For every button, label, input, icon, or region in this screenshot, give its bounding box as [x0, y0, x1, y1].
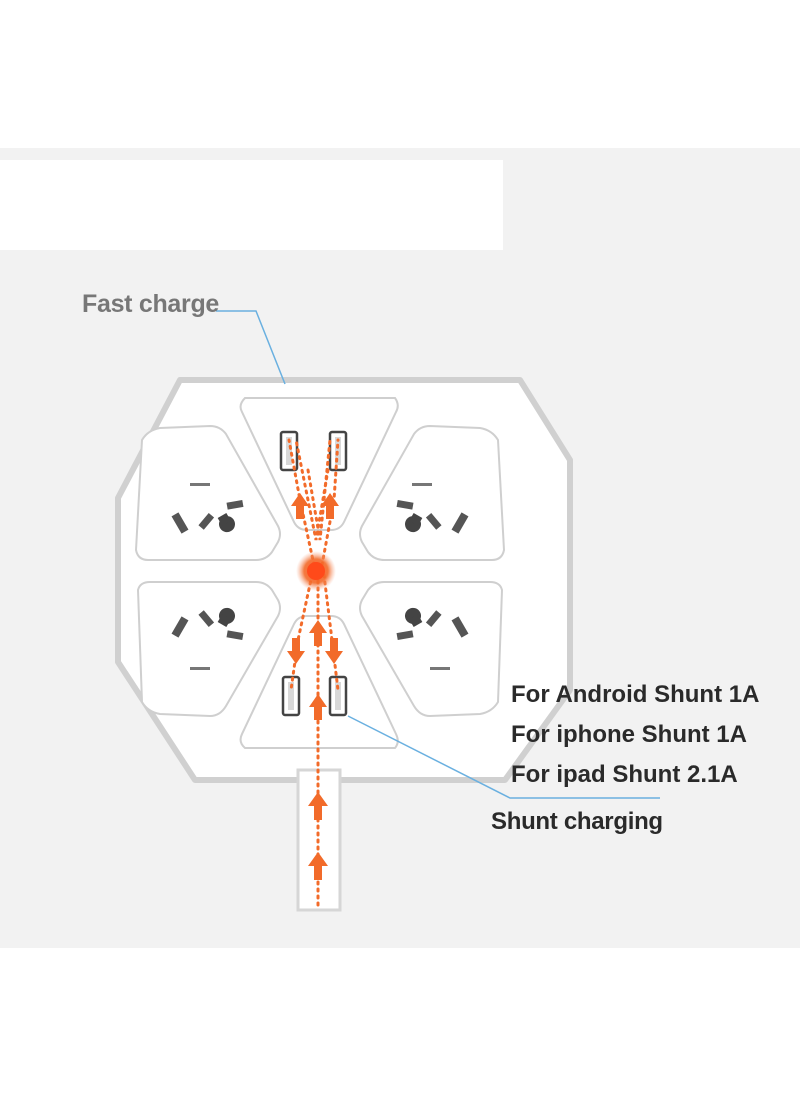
socket-upper-left — [134, 424, 281, 561]
usb-port-icon — [279, 430, 299, 472]
spec-iphone: For iphone Shunt 1A — [511, 721, 747, 748]
arrow-up-icon — [309, 620, 327, 646]
arrow-up-icon — [309, 694, 327, 720]
flow-arrows — [287, 493, 343, 880]
arrow-up-icon — [291, 493, 309, 519]
arrow-up-icon — [308, 852, 328, 880]
spec-android: For Android Shunt 1A — [511, 681, 760, 708]
usb-port-icon — [281, 675, 301, 717]
arrow-down-icon — [325, 638, 343, 664]
socket-lower-left — [136, 581, 281, 718]
usb-port-icon — [328, 675, 348, 717]
shunt-charging-leader-line — [347, 715, 660, 799]
arrow-down-icon — [287, 638, 305, 664]
socket-lower-right — [359, 581, 504, 718]
socket-bottom — [239, 615, 399, 749]
arrow-up-icon — [308, 792, 328, 820]
socket-top — [239, 397, 399, 531]
fast-charge-label: Fast charge — [82, 290, 220, 318]
shunt-spec-list: For Android Shunt 1A For iphone Shunt 1A… — [511, 679, 759, 799]
spec-ipad: For ipad Shunt 2.1A — [511, 761, 738, 788]
arrow-up-icon — [321, 493, 339, 519]
fast-charge-leader-line — [216, 310, 286, 385]
backdrop-notch — [0, 160, 503, 250]
socket-upper-right — [359, 424, 506, 561]
shunt-charging-label: Shunt charging — [491, 808, 663, 835]
